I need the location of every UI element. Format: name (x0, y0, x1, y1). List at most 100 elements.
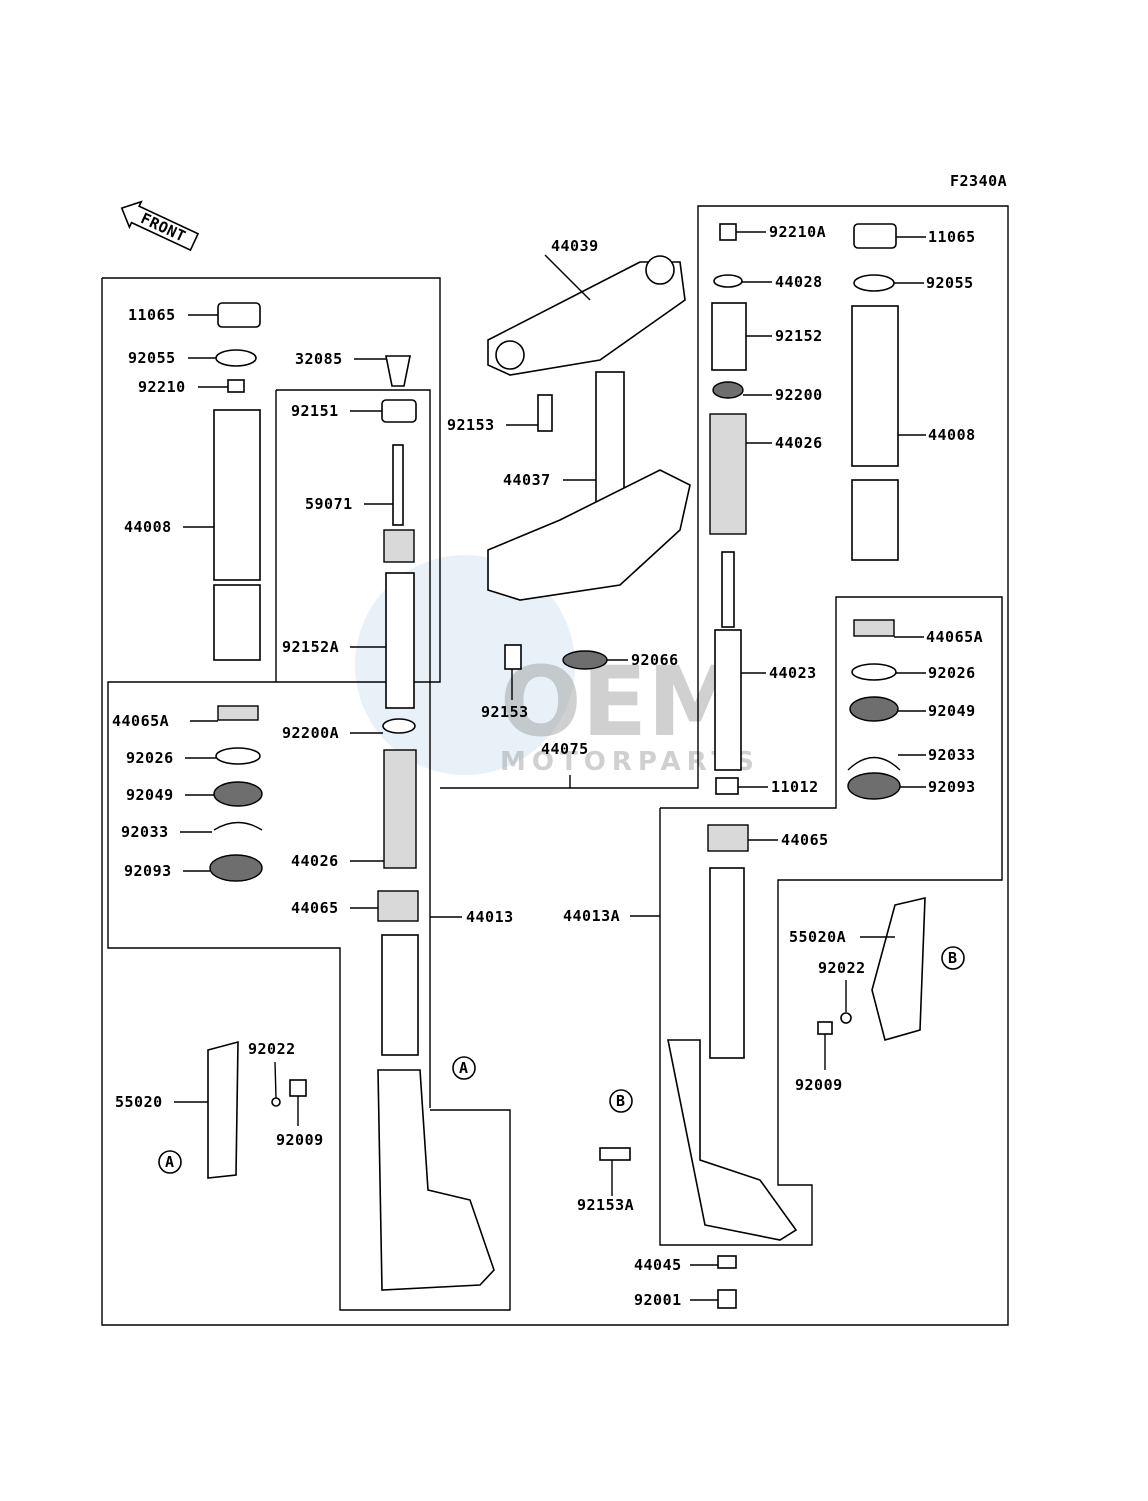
label-59071: 59071 (305, 495, 353, 513)
boundary-lines (101, 205, 1009, 1326)
bush-44065A-right (853, 619, 895, 637)
pipe-92152A (385, 572, 415, 709)
spacer-92151 (381, 399, 417, 423)
leader-lines (174, 231, 926, 1301)
tube-lower-44008-right (851, 479, 899, 561)
inner-tube-44013A (709, 867, 745, 1059)
dust-seal-92093-right (847, 772, 901, 800)
rod-59071 (392, 444, 404, 526)
fork-slider-44013 (377, 1069, 495, 1291)
callout-a-bottom (158, 1150, 182, 1174)
callouts: A A B B (158, 946, 965, 1174)
spring-44026-left (383, 749, 417, 869)
label-92001: 92001 (634, 1291, 682, 1309)
label-44023: 44023 (769, 664, 817, 682)
seat-92200A (382, 718, 416, 734)
label-55020: 55020 (115, 1093, 163, 1111)
bolt-92001 (717, 1289, 737, 1309)
bracket-55020A (871, 896, 926, 1041)
label-32085: 32085 (295, 350, 343, 368)
label-92151: 92151 (291, 402, 339, 420)
nut-92210A (719, 223, 737, 241)
watermark-main-text: OEM (500, 646, 743, 758)
label-92049-right: 92049 (928, 702, 976, 720)
diagram-code: F2340A (950, 172, 1007, 190)
label-44075: 44075 (541, 740, 589, 758)
right-outer-tube (847, 223, 901, 800)
label-44028: 44028 (775, 273, 823, 291)
label-92153A: 92153A (577, 1196, 634, 1214)
label-92026-right: 92026 (928, 664, 976, 682)
label-92009-left: 92009 (276, 1131, 324, 1149)
label-92033-left: 92033 (121, 823, 169, 841)
tube-44008-right (851, 305, 899, 467)
bush-44065A-left (217, 705, 259, 721)
label-44013: 44013 (466, 908, 514, 926)
callout-b-left-label: B (616, 1092, 626, 1110)
label-92009-right: 92009 (795, 1076, 843, 1094)
label-92033-right: 92033 (928, 746, 976, 764)
label-44065-left: 44065 (291, 899, 339, 917)
right-inner-assembly (599, 223, 798, 1309)
bush-11012 (715, 777, 739, 795)
label-92152: 92152 (775, 327, 823, 345)
label-92093-left: 92093 (124, 862, 172, 880)
watermark-sub-text: MOTORPARTS (500, 747, 760, 777)
label-92093-right: 92093 (928, 778, 976, 796)
triple-clamp (487, 255, 691, 670)
cap-32085 (385, 355, 411, 387)
label-92210: 92210 (138, 378, 186, 396)
bush-44065-right (707, 824, 749, 852)
callout-b-left (609, 1089, 633, 1113)
label-11065-left: 11065 (128, 306, 176, 324)
clip-92033-left (213, 821, 263, 831)
cap-bolt-11065-left (217, 302, 261, 328)
bolt-92153-top (537, 394, 553, 432)
label-92153-top: 92153 (447, 416, 495, 434)
label-92022-right: 92022 (818, 959, 866, 977)
washer-92026-left (215, 747, 261, 765)
label-44026-right: 44026 (775, 434, 823, 452)
bracket-55020 (207, 1040, 239, 1179)
label-92210A: 92210A (769, 223, 826, 241)
valve-59071 (383, 529, 415, 563)
rod-44023 (721, 551, 735, 628)
bolt-92153-bottom (504, 644, 522, 670)
upper-bracket-hole-left (495, 340, 525, 370)
label-92200: 92200 (775, 386, 823, 404)
seat-92200 (712, 381, 744, 399)
label-92055-right: 92055 (926, 274, 974, 292)
front-arrow-icon: FRONT (120, 200, 200, 252)
dust-seal-92093-left (209, 854, 263, 882)
bolt-92009-right (817, 1021, 833, 1035)
label-55020A: 55020A (789, 928, 846, 946)
washer-92022-left (271, 1097, 281, 1107)
callout-b-right-label: B (948, 949, 958, 967)
pipe-92152 (711, 302, 747, 371)
nut-92210 (227, 379, 245, 393)
fork-slider-44013A (667, 1039, 798, 1241)
o-ring-92055-right (853, 274, 895, 292)
callout-a-bottom-label: A (165, 1153, 175, 1171)
upper-bracket-44039 (487, 261, 686, 376)
callout-a-top (452, 1056, 476, 1080)
tube-lower-44008-left (213, 584, 261, 661)
label-44039: 44039 (551, 237, 599, 255)
label-44065-right: 44065 (781, 831, 829, 849)
label-44037: 44037 (503, 471, 551, 489)
label-92200A: 92200A (282, 724, 339, 742)
label-44008-left: 44008 (124, 518, 172, 536)
washer-44028 (713, 274, 743, 288)
label-92055-left: 92055 (128, 349, 176, 367)
upper-bracket-hole-right (645, 255, 675, 285)
cap-bolt-11065-right (853, 223, 897, 249)
washer-92026-right (851, 663, 897, 681)
o-ring-92055-left (215, 349, 257, 367)
bolt-92009-left (289, 1079, 307, 1097)
inner-tube-44013 (381, 934, 419, 1056)
bolt-92153A (599, 1147, 631, 1161)
seal-92066 (562, 650, 608, 670)
label-11012: 11012 (771, 778, 819, 796)
front-label: FRONT (138, 209, 189, 245)
callout-a-top-label: A (459, 1059, 469, 1077)
